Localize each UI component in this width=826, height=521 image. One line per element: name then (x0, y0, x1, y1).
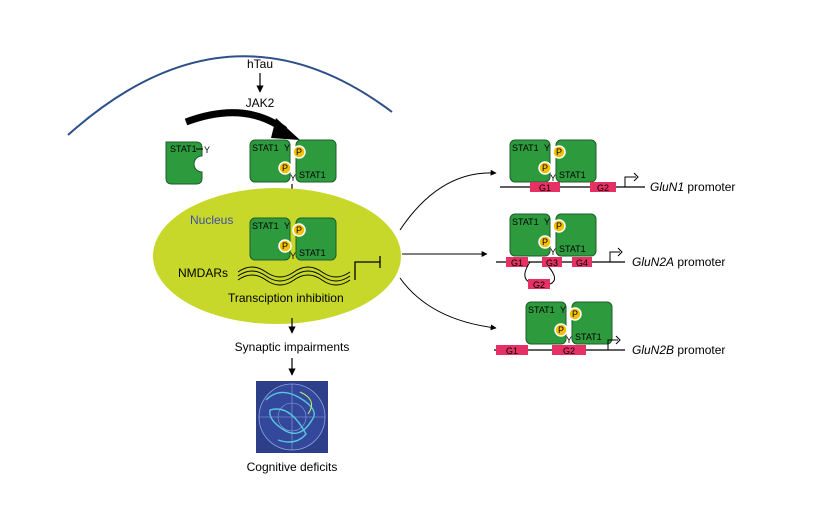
y-label: Y (290, 251, 296, 261)
stat1-label: STAT1 (252, 143, 279, 153)
stat1-monomer: STAT1 Y (165, 141, 210, 185)
nmdars-label: NMDARs (178, 266, 228, 280)
y-label: Y (290, 173, 296, 183)
p-label: P (542, 237, 548, 247)
glun2b-promoter: STAT1 Y P P Y STAT1 G1 G2 GluN2B promote… (494, 301, 725, 357)
stat1-label: STAT1 (559, 244, 586, 254)
p-label: P (296, 225, 302, 235)
nmdar-dna (237, 266, 351, 286)
y-label: Y (560, 305, 566, 315)
cell-membrane (67, 55, 393, 136)
phospho-site-icon (292, 223, 306, 237)
phospho-site-icon (538, 161, 552, 175)
phospho-site-icon (292, 145, 306, 159)
y-label: Y (550, 247, 556, 257)
p-label: P (542, 163, 548, 173)
p-label: P (572, 309, 578, 319)
jak2-label: JAK2 (246, 96, 275, 110)
nucleus-label: Nucleus (190, 213, 233, 227)
promoter-connectors (399, 169, 497, 331)
phospho-site-icon (552, 145, 566, 159)
site-label: G2 (533, 280, 545, 290)
y-label: Y (544, 143, 550, 153)
glun2a-gene: GluN2A (632, 255, 674, 269)
svg-text:GluN1 promoter: GluN1 promoter (650, 180, 735, 194)
glun1-promoter: STAT1 Y P P Y STAT1 G1 G2 GluN1 promoter (500, 139, 735, 194)
svg-text:GluN2A promoter: GluN2A promoter (632, 255, 725, 269)
stat1-label: STAT1 (299, 248, 326, 258)
stat1-label: STAT1 (512, 217, 539, 227)
site-label: G1 (539, 183, 551, 193)
phospho-site-icon (278, 239, 292, 253)
stat1-label: STAT1 (252, 221, 279, 231)
stat1-monomer-label: STAT1 (170, 144, 197, 154)
phosphorylation-arrow (184, 109, 288, 133)
phospho-site-icon (568, 307, 582, 321)
promoter-suffix: promoter (684, 180, 735, 194)
stat1-label: STAT1 (512, 143, 539, 153)
synaptic-label: Synaptic impairments (235, 340, 350, 354)
transcription-block-icon (354, 256, 381, 280)
stat1-dimer-nucleus: STAT1 Y P P Y STAT1 (249, 217, 337, 261)
site-label: G3 (546, 258, 558, 268)
water-maze-image (256, 381, 328, 453)
phospho-site-icon (278, 161, 292, 175)
y-label: Y (284, 143, 290, 153)
stat1-monomer-y: Y (204, 145, 210, 155)
glun2a-promoter: STAT1 Y P P Y STAT1 G1 G3 G4 G2 GluN2A p… (496, 213, 725, 290)
p-label: P (556, 221, 562, 231)
phospho-site-icon (554, 323, 568, 337)
htau-label: hTau (247, 57, 273, 71)
y-label: Y (550, 173, 556, 183)
transcription-label: Transciption inhibition (228, 291, 344, 305)
glun1-gene: GluN1 (650, 180, 684, 194)
svg-text:GluN2B promoter: GluN2B promoter (632, 343, 725, 357)
y-label: Y (284, 221, 290, 231)
site-label: G4 (576, 258, 588, 268)
promoter-suffix: promoter (674, 343, 725, 357)
p-label: P (296, 147, 302, 157)
p-label: P (282, 163, 288, 173)
glun2b-gene: GluN2B (632, 343, 674, 357)
stat1-label: STAT1 (575, 332, 602, 342)
p-label: P (558, 325, 564, 335)
site-label: G2 (597, 183, 609, 193)
stat1-dimer-cytoplasm: STAT1 Y P P Y STAT1 (249, 139, 337, 183)
site-label: G2 (563, 346, 575, 356)
y-label: Y (566, 335, 572, 345)
phospho-site-icon (552, 219, 566, 233)
site-label: G1 (506, 346, 518, 356)
phospho-site-icon (538, 235, 552, 249)
stat1-label: STAT1 (299, 170, 326, 180)
stat1-label: STAT1 (559, 170, 586, 180)
p-label: P (282, 241, 288, 251)
site-label: G1 (511, 258, 523, 268)
phosphorylation-arrowhead (271, 118, 300, 140)
cognitive-label: Cognitive deficits (247, 460, 338, 474)
y-label: Y (544, 217, 550, 227)
p-label: P (556, 147, 562, 157)
stat1-label: STAT1 (528, 305, 555, 315)
promoter-suffix: promoter (674, 255, 725, 269)
